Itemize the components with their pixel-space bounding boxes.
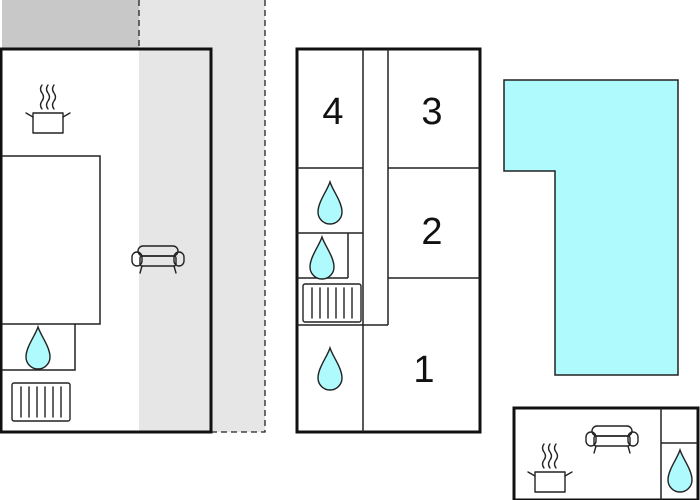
terrace-dashed-border [138,0,266,433]
building-left [0,47,213,434]
radiator-icon [302,283,362,323]
water-drop-icon [25,326,51,370]
room-label-2: 2 [421,211,442,253]
cooking-pot-icon [25,84,71,134]
room-label-3: 3 [421,91,442,133]
sofa-icon [585,425,639,454]
water-drop-icon [667,449,693,493]
water-drop-icon [309,236,335,280]
building-middle: 4 3 2 1 [295,47,482,434]
terrace-dark [2,0,139,48]
cooking-pot-icon [527,443,573,493]
pool [503,79,679,376]
building-small [512,406,700,500]
water-drop-icon [317,181,343,225]
room-label-1: 1 [413,349,434,391]
water-drop-icon [317,347,343,391]
room-label-4: 4 [322,91,343,133]
radiator-icon [11,382,71,422]
terrace-light [139,0,265,432]
